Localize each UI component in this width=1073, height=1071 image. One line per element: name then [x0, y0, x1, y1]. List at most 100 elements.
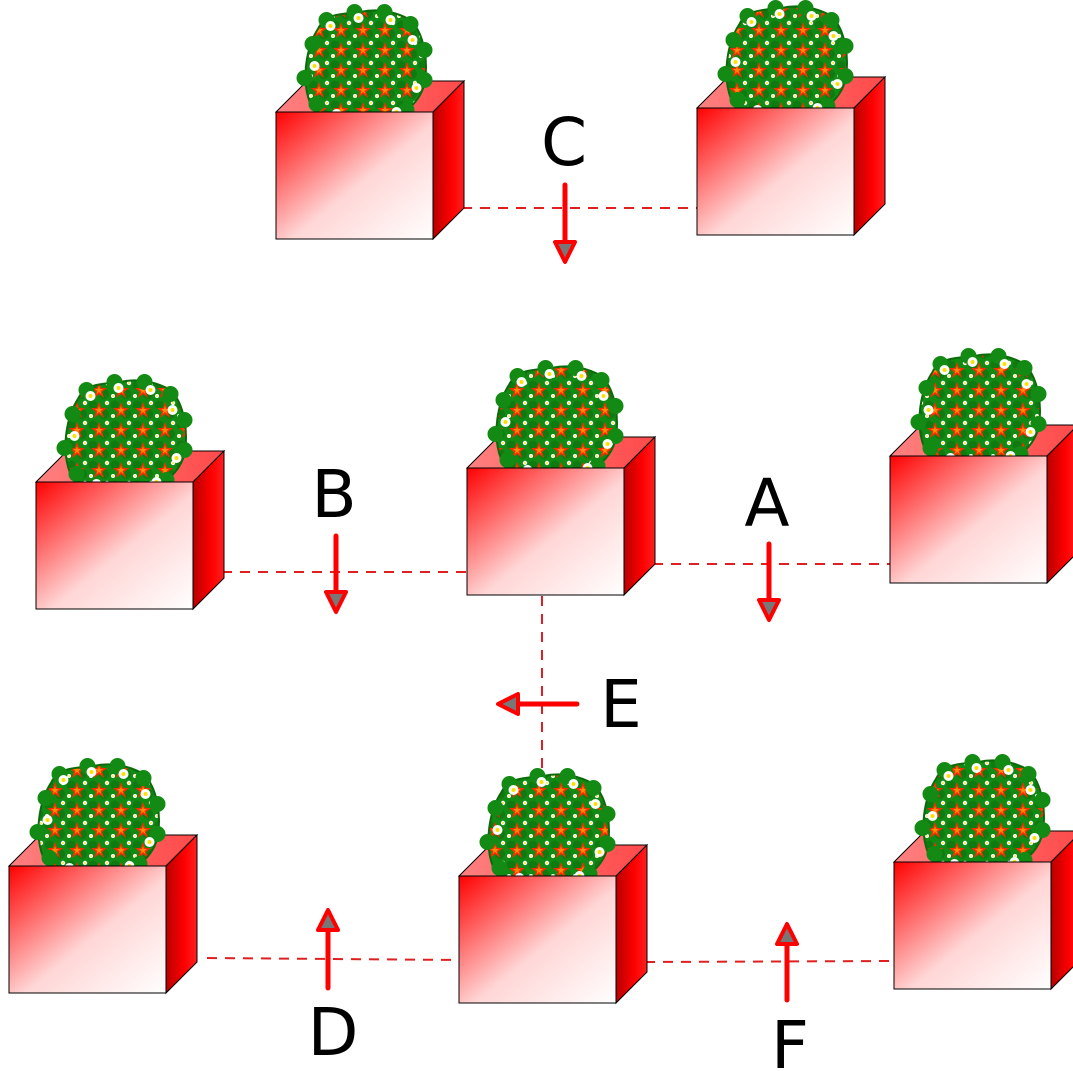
daisy-center [495, 828, 500, 832]
flower-bush-icon [296, 4, 433, 123]
leaf-bump [729, 92, 746, 108]
planter-bottom-left [7, 758, 199, 995]
leaf-bump [918, 380, 935, 396]
leaf-bump [499, 452, 516, 468]
daisy-center [1028, 788, 1033, 792]
leaf-bump [491, 860, 508, 876]
dashed-line-d [206, 957, 461, 961]
planters-group [7, 0, 1073, 1005]
leaf-bump [64, 406, 81, 422]
leaf-bump [56, 440, 73, 456]
flower-bush-icon [717, 0, 854, 119]
daisy-center [410, 38, 415, 42]
daisy-center [388, 18, 393, 22]
daisy-center [170, 408, 175, 412]
leaf-bump [479, 834, 496, 850]
leaf-bump [599, 806, 616, 822]
direction-arrow-icon-e [496, 692, 580, 716]
leaf-bump [162, 386, 179, 402]
daisy-center [143, 792, 148, 796]
leaf-bump [37, 790, 54, 806]
flower-bush-icon [56, 374, 193, 493]
leaf-bump [135, 770, 152, 786]
leaf-bump [487, 800, 504, 816]
daisy-center [174, 456, 179, 460]
leaf-bump [176, 442, 193, 458]
leaf-bump [823, 12, 840, 28]
planter-side-face [165, 833, 198, 995]
daisy-center [831, 34, 836, 38]
leaf-bump [837, 68, 854, 84]
planter-front-face [893, 861, 1052, 990]
leaf-bump [308, 96, 325, 112]
daisy-center [1028, 430, 1033, 434]
leaf-bump [593, 372, 610, 388]
planter-front-face [696, 107, 855, 236]
planter-top-right [695, 0, 887, 237]
direction-arrow-icon-a [757, 541, 781, 622]
leaf-bump [68, 466, 85, 482]
daisy-center [148, 388, 153, 392]
daisy-center [414, 86, 419, 90]
leaf-bump [149, 796, 166, 812]
leaf-bump [416, 72, 433, 88]
arrows-group [316, 182, 799, 1003]
leaf-bump [725, 32, 742, 48]
leaf-bump [717, 66, 734, 82]
leaf-bump [607, 428, 624, 444]
daisy-center [579, 374, 584, 378]
leaf-bump [41, 850, 58, 866]
arrow-head [757, 598, 781, 622]
daisy-center [1002, 362, 1007, 366]
dashed-line-f [644, 960, 895, 963]
leaf-bump [1034, 792, 1051, 808]
leaf-bump [585, 780, 602, 796]
daisy-center [121, 772, 126, 776]
leaf-bump [922, 440, 939, 456]
daisy-center [539, 780, 544, 784]
arrow-head [324, 590, 348, 614]
leaf-bump [402, 16, 419, 32]
arrow-head [316, 908, 340, 932]
planter-side-face [1050, 839, 1073, 991]
direction-arrow-icon-b [324, 533, 348, 614]
leaf-bump [1034, 822, 1051, 838]
daisy-center [942, 368, 947, 372]
daisy-center [749, 20, 754, 24]
arrow-head [496, 692, 520, 716]
leaf-bump [1030, 416, 1047, 432]
planter-front-face [275, 111, 434, 240]
daisy-center [88, 394, 93, 398]
planter-middle-left [34, 374, 226, 611]
leaf-bump [1016, 360, 1033, 376]
planter-side-face [432, 79, 465, 241]
leaf-bump [176, 412, 193, 428]
daisy-center [597, 850, 602, 854]
direction-arrow-icon-d [316, 908, 340, 991]
daisy-center [547, 372, 552, 376]
daisy-center [970, 360, 975, 364]
arrow-head [553, 240, 577, 264]
leaf-bump [29, 824, 46, 840]
leaf-bump [1020, 766, 1037, 782]
leaf-bump [837, 38, 854, 54]
flower-bush-icon [479, 768, 616, 887]
flower-bush-icon [914, 754, 1051, 873]
daisy-center [1032, 836, 1037, 840]
connection-lines [206, 207, 895, 963]
label-a: A [744, 465, 789, 542]
daisy-center [511, 788, 516, 792]
leaf-bump [149, 826, 166, 842]
planter-side-face [192, 449, 225, 611]
daisy-center [601, 394, 606, 398]
daisy-center [147, 840, 152, 844]
planter-middle-right [888, 348, 1073, 585]
planter-bottom-center [457, 768, 649, 1005]
planter-side-face [1046, 429, 1073, 585]
leaf-bump [599, 836, 616, 852]
daisy-center [1024, 382, 1029, 386]
label-e: E [600, 666, 642, 743]
leaf-bump [922, 786, 939, 802]
planter-front-face [8, 865, 167, 994]
